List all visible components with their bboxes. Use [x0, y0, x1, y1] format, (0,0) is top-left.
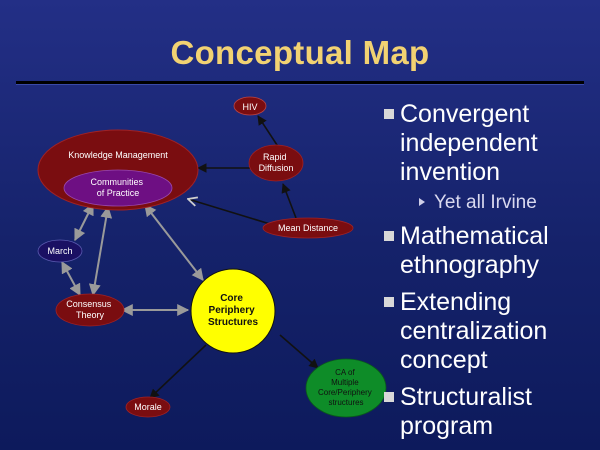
bullet-list: Convergent independent invention Yet all… — [383, 100, 598, 449]
node-communities-of-practice — [63, 169, 173, 207]
arrow-core-to-ca — [279, 334, 319, 369]
node-knowledge-management-label: Knowledge Management — [68, 150, 168, 160]
node-consensus-theory — [55, 293, 125, 327]
arrow-march-to-consensus — [61, 260, 81, 297]
node-morale-label: Morale — [134, 402, 162, 412]
ca-line-3: Core/Periphery — [318, 388, 372, 397]
arrow-mean-to-km — [188, 199, 271, 225]
consensus-line-2: Theory — [76, 310, 105, 320]
node-ca-multiple — [305, 358, 387, 418]
core-line-1: Core — [220, 293, 243, 304]
ca-line-4: structures — [328, 398, 363, 407]
node-ca-multiple-label: CA of Multiple Core/Periphery structures — [318, 368, 374, 407]
square-bullet-icon — [384, 297, 394, 307]
arrow-km-to-march — [74, 202, 94, 242]
bullet-item: Extending centralization concept — [383, 288, 598, 375]
arrow-core-to-morale — [149, 344, 207, 399]
title-divider — [16, 81, 584, 84]
node-hiv — [233, 96, 267, 116]
node-march — [37, 239, 83, 263]
ca-line-1: CA of — [335, 368, 355, 377]
bullet-text: Extending centralization concept — [400, 288, 548, 374]
connections — [61, 115, 319, 399]
ca-line-2: Multiple — [331, 378, 359, 387]
node-consensus-theory-label: Consensus Theory — [66, 299, 114, 320]
cop-line-1: Communities — [90, 177, 143, 187]
node-hiv-label: HIV — [242, 102, 257, 112]
consensus-line-1: Consensus — [66, 299, 112, 309]
rapid-line-2: Diffusion — [259, 163, 294, 173]
square-bullet-icon — [384, 109, 394, 119]
square-bullet-icon — [384, 231, 394, 241]
triangle-bullet-icon — [419, 198, 425, 206]
core-line-3: Structures — [208, 317, 258, 328]
bullet-item: Mathematical ethnography — [383, 222, 598, 280]
sub-bullet-text: Yet all Irvine — [434, 192, 537, 213]
node-communities-of-practice-label: Communities of Practice — [90, 177, 145, 198]
node-mean-distance — [262, 217, 354, 239]
arrow-km-to-consensus — [88, 205, 113, 297]
node-march-label: March — [47, 246, 72, 256]
arrow-mean-to-rapid — [281, 183, 297, 219]
sub-bullet-item: Yet all Irvine — [400, 192, 598, 214]
bullet-item: Convergent independent invention Yet all… — [383, 100, 598, 214]
bullet-text: Mathematical ethnography — [400, 222, 549, 279]
arrow-km-to-core — [144, 204, 204, 281]
bullet-item: Structuralist program — [383, 383, 598, 441]
node-core-periphery-label: Core Periphery Structures — [208, 293, 258, 328]
node-core-periphery — [190, 268, 276, 354]
square-bullet-icon — [384, 392, 394, 402]
rapid-line-1: Rapid — [263, 152, 287, 162]
node-rapid-diffusion — [248, 144, 304, 182]
arrow-rapid-to-hiv — [257, 115, 280, 149]
bullet-text: Convergent independent invention — [400, 100, 538, 186]
node-mean-distance-label: Mean Distance — [278, 223, 338, 233]
node-rapid-diffusion-label: Rapid Diffusion — [259, 152, 294, 173]
slide-title: Conceptual Map — [170, 34, 430, 71]
bullet-text: Structuralist program — [400, 383, 532, 440]
node-morale — [125, 396, 171, 418]
core-line-2: Periphery — [209, 305, 256, 316]
cop-line-2: of Practice — [97, 188, 140, 198]
